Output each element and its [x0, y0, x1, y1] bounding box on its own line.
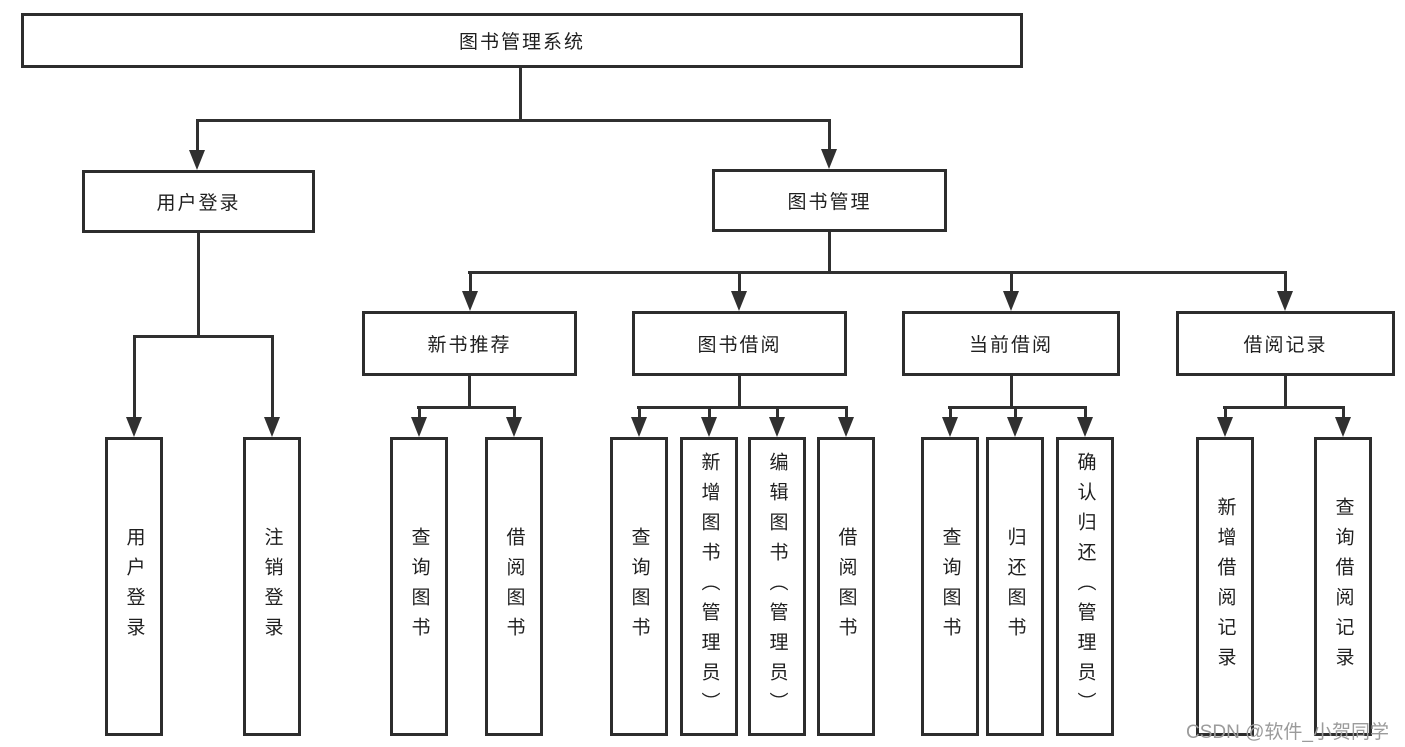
- connector-borrow-drop-1: [638, 406, 641, 420]
- connector-userlogin-drop-2: [271, 335, 274, 419]
- node-borrow-records: 借阅记录: [1176, 311, 1395, 376]
- node-book-borrow-label: 图书借阅: [697, 335, 782, 356]
- leaf-newbooks-borrow: 借阅图书: [485, 437, 543, 736]
- leaf-user-login: 用户登录: [105, 437, 163, 736]
- connector-newbooks-rail: [417, 406, 516, 409]
- connector-borrow-rail: [637, 406, 848, 409]
- leaf-borrow-add-admin-label: 新增图书（管理员）: [698, 451, 720, 722]
- connector-current-drop-1: [949, 406, 952, 420]
- connector-bookmgmt-stem: [828, 232, 831, 274]
- arrowhead-down-icon: [506, 417, 522, 437]
- arrowhead-down-icon: [769, 417, 785, 437]
- connector-borrow-stem: [738, 376, 741, 409]
- arrowhead-down-icon: [1007, 417, 1023, 437]
- connector-userlogin-rail: [133, 335, 274, 338]
- leaf-current-confirm-admin: 确认归还（管理员）: [1056, 437, 1114, 736]
- node-root: 图书管理系统: [21, 13, 1023, 68]
- node-borrow-records-label: 借阅记录: [1243, 335, 1328, 356]
- watermark: CSDN @软件_小贺同学: [1186, 722, 1389, 743]
- arrowhead-down-icon: [631, 417, 647, 437]
- leaf-borrow-borrow: 借阅图书: [817, 437, 875, 736]
- leaf-user-login-label: 用户登录: [123, 526, 145, 647]
- node-user-login-label: 用户登录: [156, 193, 241, 214]
- connector-records-drop-1: [1224, 406, 1227, 420]
- leaf-newbooks-borrow-label: 借阅图书: [503, 526, 525, 647]
- leaf-current-query: 查询图书: [921, 437, 979, 736]
- arrowhead-down-icon: [942, 417, 958, 437]
- arrowhead-down-icon: [1217, 417, 1233, 437]
- leaf-records-add: 新增借阅记录: [1196, 437, 1254, 736]
- node-book-management-label: 图书管理: [787, 192, 872, 213]
- connector-bookmgmt-drop-1: [469, 271, 472, 293]
- arrowhead-down-icon: [821, 149, 837, 169]
- connector-userlogin-drop-1: [133, 335, 136, 419]
- connector-current-stem: [1010, 376, 1013, 409]
- leaf-newbooks-query: 查询图书: [390, 437, 448, 736]
- connector-current-rail: [948, 406, 1087, 409]
- connector-current-drop-3: [1084, 406, 1087, 420]
- leaf-borrow-borrow-label: 借阅图书: [835, 526, 857, 647]
- connector-userlogin-stem: [197, 233, 200, 338]
- connector-borrow-drop-3: [776, 406, 779, 420]
- connector-bookmgmt-rail: [468, 271, 1287, 274]
- arrowhead-down-icon: [1003, 291, 1019, 311]
- node-current-borrow-label: 当前借阅: [968, 335, 1053, 356]
- arrowhead-down-icon: [1335, 417, 1351, 437]
- arrowhead-down-icon: [462, 291, 478, 311]
- connector-bookmgmt-drop-2: [738, 271, 741, 293]
- leaf-borrow-query-label: 查询图书: [628, 526, 650, 647]
- leaf-borrow-edit-admin: 编辑图书（管理员）: [748, 437, 806, 736]
- arrowhead-down-icon: [1077, 417, 1093, 437]
- arrowhead-down-icon: [189, 150, 205, 170]
- node-user-login: 用户登录: [82, 170, 315, 233]
- leaf-records-add-label: 新增借阅记录: [1214, 496, 1236, 677]
- node-root-label: 图书管理系统: [458, 32, 585, 53]
- connector-root-stem: [519, 68, 522, 122]
- leaf-logout-label: 注销登录: [261, 526, 283, 647]
- arrowhead-down-icon: [731, 291, 747, 311]
- connector-records-drop-2: [1342, 406, 1345, 420]
- node-new-book-recommend-label: 新书推荐: [427, 335, 512, 356]
- connector-newbooks-stem: [468, 376, 471, 409]
- connector-newbooks-drop-1: [418, 406, 421, 420]
- arrowhead-down-icon: [264, 417, 280, 437]
- connector-records-rail: [1223, 406, 1345, 409]
- arrowhead-down-icon: [701, 417, 717, 437]
- connector-borrow-drop-4: [845, 406, 848, 420]
- node-new-book-recommend: 新书推荐: [362, 311, 577, 376]
- arrowhead-down-icon: [1277, 291, 1293, 311]
- leaf-current-query-label: 查询图书: [939, 526, 961, 647]
- connector-root-rail: [196, 119, 831, 122]
- connector-current-drop-2: [1014, 406, 1017, 420]
- connector-records-stem: [1284, 376, 1287, 409]
- leaf-logout: 注销登录: [243, 437, 301, 736]
- leaf-records-query-label: 查询借阅记录: [1332, 496, 1354, 677]
- leaf-borrow-query: 查询图书: [610, 437, 668, 736]
- connector-bookmgmt-drop-3: [1010, 271, 1013, 293]
- leaf-current-return-label: 归还图书: [1004, 526, 1026, 647]
- leaf-current-return: 归还图书: [986, 437, 1044, 736]
- arrowhead-down-icon: [838, 417, 854, 437]
- connector-newbooks-drop-2: [513, 406, 516, 420]
- leaf-borrow-add-admin: 新增图书（管理员）: [680, 437, 738, 736]
- connector-root-drop-left: [196, 119, 199, 152]
- leaf-current-confirm-admin-label: 确认归还（管理员）: [1074, 451, 1096, 722]
- arrowhead-down-icon: [411, 417, 427, 437]
- connector-borrow-drop-2: [708, 406, 711, 420]
- leaf-borrow-edit-admin-label: 编辑图书（管理员）: [766, 451, 788, 722]
- node-book-management: 图书管理: [712, 169, 947, 232]
- node-current-borrow: 当前借阅: [902, 311, 1120, 376]
- leaf-newbooks-query-label: 查询图书: [408, 526, 430, 647]
- node-book-borrow: 图书借阅: [632, 311, 847, 376]
- arrowhead-down-icon: [126, 417, 142, 437]
- connector-bookmgmt-drop-4: [1284, 271, 1287, 293]
- connector-root-drop-right: [828, 119, 831, 151]
- leaf-records-query: 查询借阅记录: [1314, 437, 1372, 736]
